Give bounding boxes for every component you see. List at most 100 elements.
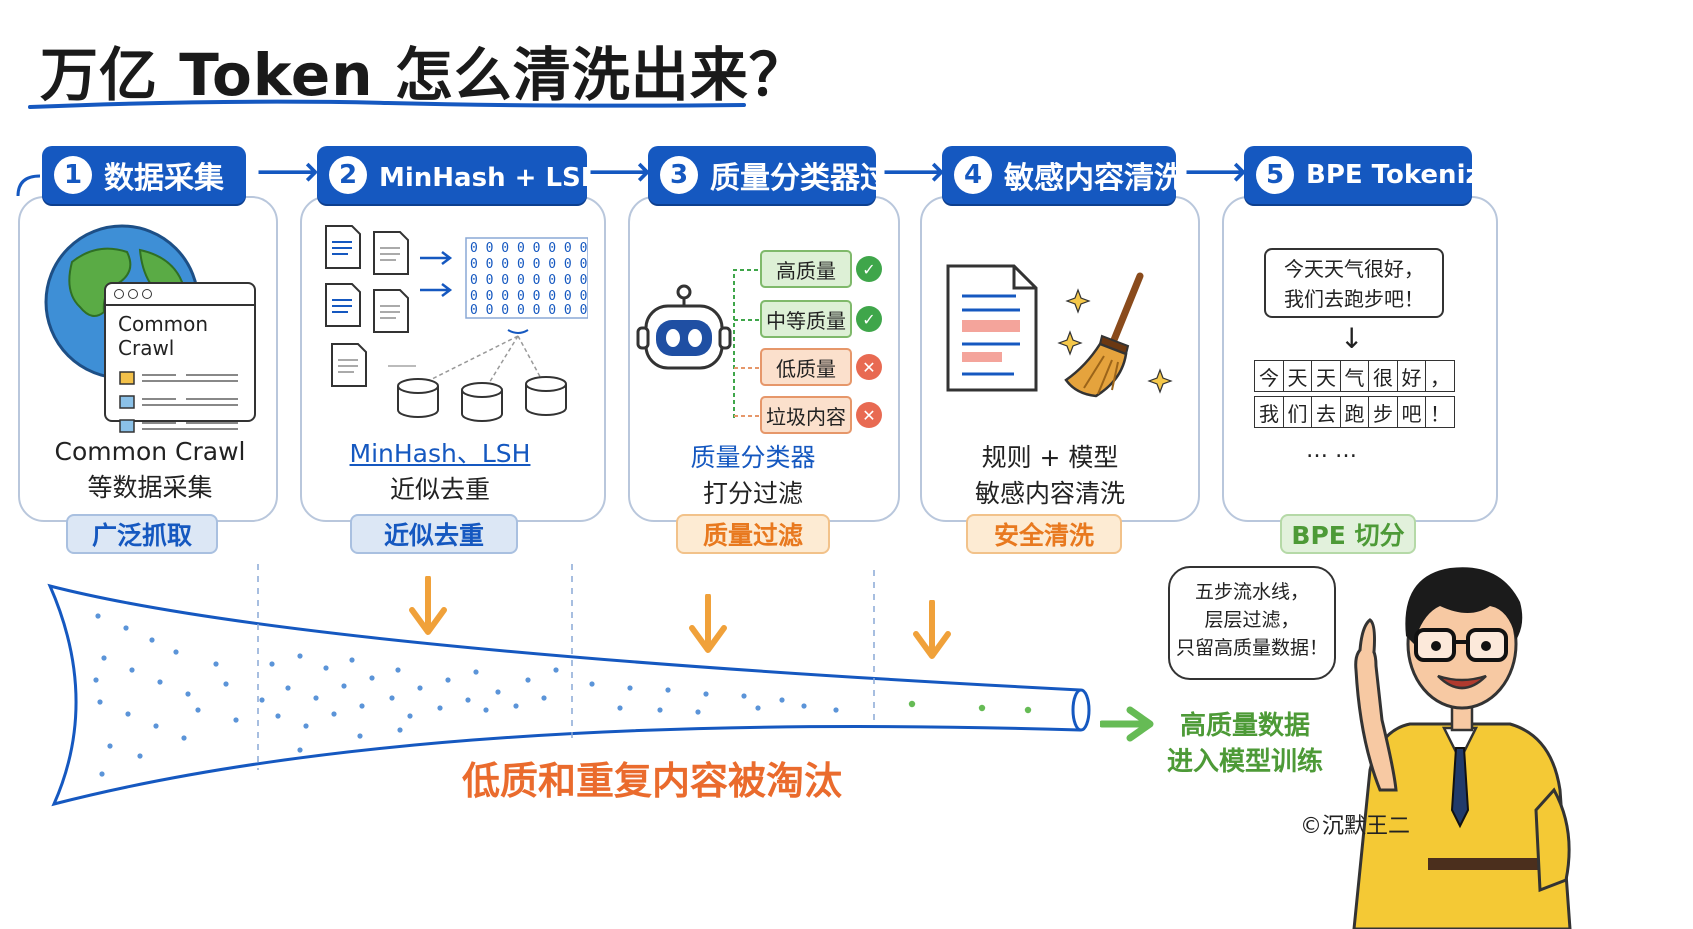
data-particle xyxy=(627,685,633,691)
speech-line: 只留高质量数据！ xyxy=(1175,637,1328,659)
step-number: 4 xyxy=(954,156,992,194)
step-description: Common Crawl 等数据采集 xyxy=(40,434,260,506)
token: 气 xyxy=(1339,360,1370,392)
flow-arrow-icon: ⟶ xyxy=(882,146,946,197)
flow-arrow-icon: ⟶ xyxy=(1184,146,1248,197)
svg-text:0 0 0 0 0 0 0 0: 0 0 0 0 0 0 0 0 xyxy=(470,303,587,318)
data-particle xyxy=(149,637,155,643)
flow-start-bracket xyxy=(16,174,41,197)
speech-line: 层层过滤， xyxy=(1204,609,1300,631)
token: 很 xyxy=(1368,360,1398,392)
data-particle xyxy=(313,695,319,701)
data-particle xyxy=(173,649,179,655)
desc-line-1: MinHash、LSH xyxy=(349,439,531,468)
data-particle xyxy=(259,697,265,703)
data-particle xyxy=(213,661,219,667)
quality-particle xyxy=(1024,706,1032,714)
desc-line-2: 打分过滤 xyxy=(702,479,803,508)
data-particle xyxy=(357,733,363,739)
presenter-avatar xyxy=(1352,567,1572,929)
step-tag-3: 质量过滤 xyxy=(676,514,830,554)
quality-particle xyxy=(908,700,916,708)
token: 吧 xyxy=(1396,396,1427,428)
token: 好 xyxy=(1396,360,1427,392)
classifier-branches xyxy=(733,269,760,418)
desc-line-1: 规则 + 模型 xyxy=(981,443,1119,472)
data-particle xyxy=(157,679,163,685)
data-particle xyxy=(101,655,107,661)
token: 步 xyxy=(1368,396,1398,428)
data-particle xyxy=(417,685,423,691)
step-number: 5 xyxy=(1256,156,1294,194)
data-particle xyxy=(97,699,103,705)
desc-line-1: 质量分类器 xyxy=(690,443,816,472)
data-particle xyxy=(437,705,443,711)
data-particle xyxy=(741,693,747,699)
data-particle xyxy=(755,705,761,711)
data-particle xyxy=(303,723,309,729)
step-label: BPE Tokenization xyxy=(1306,160,1556,190)
data-particle xyxy=(801,703,807,709)
data-particle xyxy=(495,689,501,695)
data-particle xyxy=(407,713,413,719)
data-particle xyxy=(297,653,303,659)
quality-level-low: 低质量 xyxy=(760,348,852,386)
speech-line: 五步流水线， xyxy=(1194,581,1309,603)
data-particle xyxy=(389,695,395,701)
data-particle xyxy=(95,613,101,619)
token: 们 xyxy=(1282,396,1313,428)
desc-line-1: Common Crawl xyxy=(54,437,246,466)
quality-particle xyxy=(978,704,986,712)
step-tag-1: 广泛抓取 xyxy=(66,514,218,554)
token: ！ xyxy=(1425,396,1455,428)
document-redacted-icon xyxy=(946,264,1038,392)
desc-line-2: 敏感内容清洗 xyxy=(974,479,1125,508)
quality-level-garbage: 垃圾内容 xyxy=(760,396,852,434)
data-particle xyxy=(107,743,113,749)
cross-icon: ✕ xyxy=(856,354,882,380)
step-tag-2: 近似去重 xyxy=(350,514,518,554)
data-particle xyxy=(233,717,239,723)
robot-icon xyxy=(636,284,732,370)
check-icon: ✓ xyxy=(856,306,882,332)
broom-icon xyxy=(1057,272,1173,398)
svg-text:0 0 0 0 0 0 0 0: 0 0 0 0 0 0 0 0 xyxy=(470,241,587,256)
data-particle xyxy=(483,707,489,713)
token-row: 我 们 去 跑 步 吧 ！ xyxy=(1254,396,1455,428)
data-particle xyxy=(589,681,595,687)
data-particle xyxy=(331,711,337,717)
ellipsis: … … xyxy=(1306,438,1357,463)
data-particle xyxy=(93,677,99,683)
browser-titlebar xyxy=(106,284,254,306)
token: 去 xyxy=(1311,396,1341,428)
step-label: 数据采集 xyxy=(104,161,224,196)
step-tag-4: 安全清洗 xyxy=(966,514,1122,554)
data-particle xyxy=(269,661,275,667)
data-particle xyxy=(195,707,201,713)
dedup-diagram: 0 0 0 0 0 0 0 0 0 0 0 0 0 0 0 0 0 0 0 0 … xyxy=(325,225,588,422)
data-particle xyxy=(323,665,329,671)
data-particle xyxy=(137,753,143,759)
data-particle xyxy=(657,707,663,713)
quality-level-medium: 中等质量 xyxy=(760,300,852,338)
funnel-diagram xyxy=(47,564,1091,807)
window-title: Common Crawl xyxy=(118,312,209,360)
data-rows-icon xyxy=(119,371,238,433)
data-particle xyxy=(695,709,701,715)
flow-arrow-icon: ⟶ xyxy=(588,146,652,197)
data-particle xyxy=(553,667,559,673)
page-title: 万亿 Token 怎么清洗出来？ xyxy=(40,41,808,109)
browser-window: Common Crawl xyxy=(104,282,256,433)
data-particle xyxy=(473,669,479,675)
window-dot xyxy=(142,289,152,299)
sentence-line: 今天天气很好， xyxy=(1284,257,1424,281)
data-particle xyxy=(275,713,281,719)
step-description: MinHash、LSH 近似去重 xyxy=(330,436,550,508)
desc-line-2: 等数据采集 xyxy=(87,473,213,502)
svg-text:0 0 0 0 0 0 0 0: 0 0 0 0 0 0 0 0 xyxy=(470,289,587,304)
result-line-2: 进入模型训练 xyxy=(1166,747,1323,777)
data-particle xyxy=(181,735,187,741)
data-particle xyxy=(285,685,291,691)
right-arrow-icon xyxy=(1100,706,1154,742)
step-header-5: 5 BPE Tokenization xyxy=(1244,146,1556,204)
